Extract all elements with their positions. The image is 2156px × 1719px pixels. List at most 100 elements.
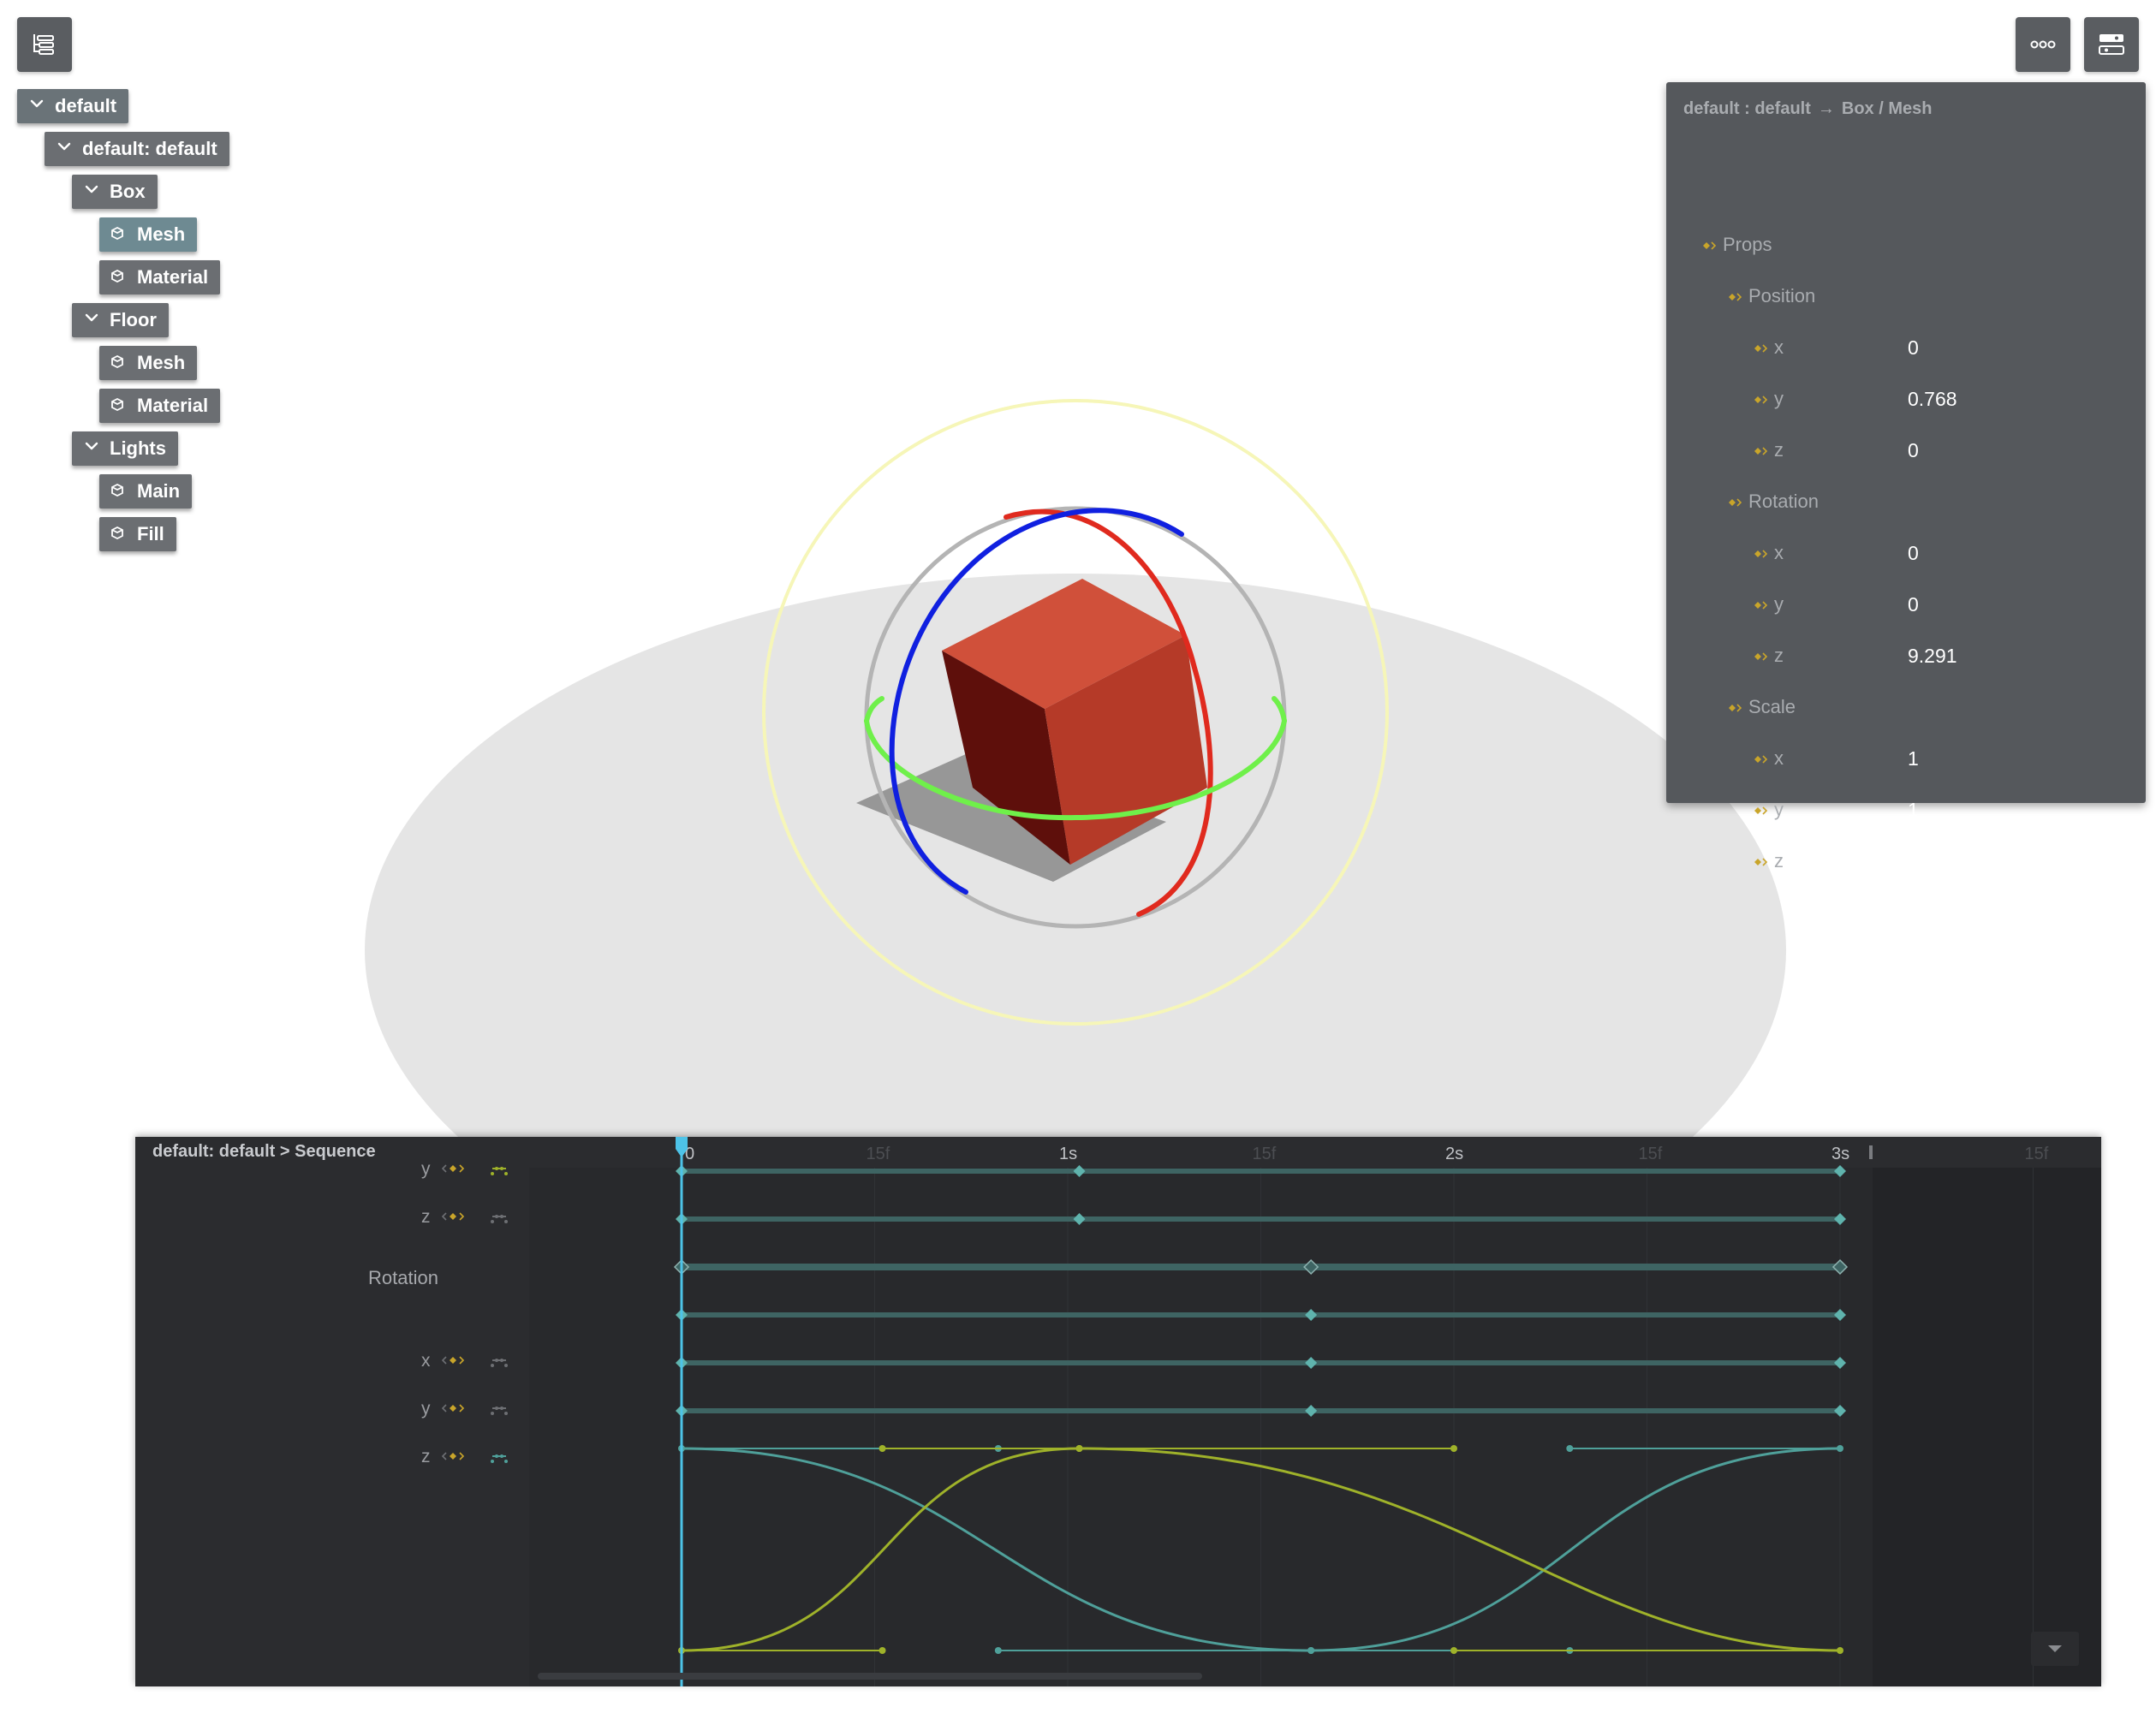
prop-value-rotation-z[interactable]: 9.291 bbox=[1908, 645, 1957, 667]
graph-editor-toggle-icon[interactable] bbox=[490, 1404, 509, 1420]
prop-value-position-z[interactable]: 0 bbox=[1908, 439, 1919, 461]
prop-row-rotation-group: Rotation bbox=[1726, 485, 2129, 519]
olive-handle-dot[interactable] bbox=[1450, 1647, 1457, 1654]
gizmo-rotate-x-ring[interactable] bbox=[1004, 509, 1213, 917]
prop-value-rotation-y[interactable]: 0 bbox=[1908, 593, 1919, 616]
keyframe[interactable] bbox=[1305, 1405, 1318, 1417]
gizmo-rotate-y-ring[interactable] bbox=[864, 718, 1287, 821]
aggregate-keyframe[interactable] bbox=[1831, 1258, 1849, 1276]
keyframe-nav-icon[interactable] bbox=[1752, 845, 1774, 879]
olive-handle-dot[interactable] bbox=[878, 1647, 886, 1654]
graph-editor-toggle-icon[interactable] bbox=[490, 1452, 509, 1468]
outline-item-default[interactable]: default bbox=[17, 89, 129, 124]
graph-editor-toggle-icon[interactable] bbox=[490, 1356, 509, 1372]
keyframe[interactable] bbox=[1834, 1357, 1846, 1369]
keyframe-nav-icon[interactable] bbox=[1752, 537, 1774, 571]
outline-item-lights[interactable]: Lights bbox=[72, 431, 178, 466]
outline-item-main[interactable]: Main bbox=[99, 474, 193, 509]
teal-handle-anchor[interactable] bbox=[1837, 1445, 1843, 1452]
range-end-marker[interactable] bbox=[1869, 1145, 1873, 1159]
keyframe-nav-icon[interactable] bbox=[440, 1353, 466, 1371]
keyframe[interactable] bbox=[1073, 1213, 1086, 1225]
outline-item-fill[interactable]: Fill bbox=[99, 517, 176, 551]
keyframe-nav-icon[interactable] bbox=[1752, 434, 1774, 468]
sequence-timeline[interactable]: 015f1s15f2s15f3s15f4s bbox=[529, 1130, 2101, 1686]
keyframe[interactable] bbox=[1305, 1309, 1318, 1321]
chevron-down-icon[interactable] bbox=[82, 432, 101, 467]
prop-value-scale-z[interactable]: 1 bbox=[1908, 850, 1919, 872]
keyframe-nav-icon[interactable] bbox=[1752, 742, 1774, 776]
gizmo-rotate-z-ring[interactable] bbox=[889, 508, 1184, 895]
keyframe[interactable] bbox=[1073, 1165, 1086, 1177]
gizmo-outer-ring[interactable] bbox=[762, 399, 1389, 1026]
graph-editor-toggle-icon[interactable] bbox=[490, 1164, 509, 1181]
keyframe[interactable] bbox=[1834, 1213, 1846, 1225]
keyframe-nav-icon[interactable] bbox=[1752, 331, 1774, 366]
prop-value-scale-y[interactable]: 1 bbox=[1908, 799, 1919, 821]
olive-handle-dot[interactable] bbox=[1450, 1445, 1457, 1452]
object-icon bbox=[110, 390, 125, 424]
keyframe-nav-icon[interactable] bbox=[1752, 794, 1774, 828]
prop-value-position-y[interactable]: 0.768 bbox=[1908, 388, 1957, 410]
keyframe-nav-icon[interactable] bbox=[1726, 280, 1748, 314]
keyframe-nav-icon[interactable] bbox=[1752, 588, 1774, 622]
outline-item-box[interactable]: Box bbox=[72, 175, 158, 209]
outline-item-mesh[interactable]: Mesh bbox=[99, 217, 198, 252]
chevron-down-icon[interactable] bbox=[55, 133, 74, 167]
aggregate-keyframe[interactable] bbox=[1303, 1258, 1319, 1276]
teal-handle-dot[interactable] bbox=[994, 1647, 1002, 1654]
breadcrumb-object[interactable]: Box / Mesh bbox=[1841, 99, 1933, 118]
outline-item-mesh[interactable]: Mesh bbox=[99, 346, 198, 380]
outline-item-default-default[interactable]: default: default bbox=[45, 132, 229, 166]
keyframe[interactable] bbox=[1834, 1165, 1846, 1177]
outline-item-material[interactable]: Material bbox=[99, 260, 221, 295]
chevron-down-icon[interactable] bbox=[82, 304, 101, 338]
prop-value-scale-x[interactable]: 1 bbox=[1908, 747, 1919, 770]
timeline-out-of-range bbox=[1873, 1137, 2101, 1686]
rotation-group-label[interactable]: Rotation bbox=[368, 1267, 438, 1288]
breadcrumb-project[interactable]: default : default bbox=[1683, 99, 1811, 118]
olive-handle-dot[interactable] bbox=[878, 1445, 886, 1452]
teal-handle-dot[interactable] bbox=[1566, 1445, 1574, 1452]
keyframe[interactable] bbox=[1834, 1405, 1846, 1417]
outline-item-label: Lights bbox=[110, 437, 166, 459]
keyframe-nav-icon[interactable] bbox=[440, 1162, 466, 1180]
curve-olive[interactable] bbox=[681, 1447, 1841, 1652]
graph-editor-toggle-icon[interactable] bbox=[490, 1212, 509, 1228]
outline-item-label: Floor bbox=[110, 309, 157, 330]
panel-toggle-button[interactable] bbox=[2084, 17, 2139, 72]
keyframe-nav-icon[interactable] bbox=[440, 1449, 466, 1467]
chevron-down-icon[interactable] bbox=[82, 175, 101, 210]
keyframe-nav-icon[interactable] bbox=[1700, 229, 1723, 263]
teal-handle-anchor[interactable] bbox=[1307, 1647, 1315, 1654]
timeline-scrollbar[interactable] bbox=[538, 1673, 1202, 1680]
keyframe-nav-icon[interactable] bbox=[1726, 691, 1748, 725]
keyframe-nav-icon[interactable] bbox=[440, 1210, 466, 1228]
prop-value-rotation-x[interactable]: 0 bbox=[1908, 542, 1919, 564]
prop-value-position-x[interactable]: 0 bbox=[1908, 336, 1919, 359]
olive-handle-anchor[interactable] bbox=[1075, 1445, 1083, 1452]
outline-item-floor[interactable]: Floor bbox=[72, 303, 169, 337]
timeline-ruler[interactable] bbox=[529, 1137, 2101, 1168]
keyframe[interactable] bbox=[1305, 1357, 1318, 1369]
outline-toggle-button[interactable] bbox=[17, 17, 72, 72]
ruler-label: 15f bbox=[867, 1145, 890, 1163]
keyframe[interactable] bbox=[1834, 1309, 1846, 1321]
keyframe-nav-icon[interactable] bbox=[1752, 639, 1774, 674]
olive-handle-anchor[interactable] bbox=[1837, 1647, 1843, 1654]
outline-tree-icon bbox=[33, 34, 54, 55]
more-options-button[interactable] bbox=[2016, 17, 2070, 72]
outline-item-material[interactable]: Material bbox=[99, 389, 221, 424]
keyframe-nav-icon[interactable] bbox=[1752, 383, 1774, 417]
keyframe-nav-icon[interactable] bbox=[1726, 485, 1748, 520]
keyframe-nav-icon[interactable] bbox=[440, 1401, 466, 1419]
chevron-down-icon[interactable] bbox=[27, 90, 46, 124]
object-icon bbox=[110, 518, 125, 552]
object-icon bbox=[110, 261, 125, 295]
prop-row-props-section: Props bbox=[1700, 228, 2129, 262]
playhead-handle[interactable] bbox=[676, 1130, 688, 1157]
timeline-canvas[interactable]: 015f1s15f2s15f3s15f4s bbox=[529, 1130, 2101, 1686]
